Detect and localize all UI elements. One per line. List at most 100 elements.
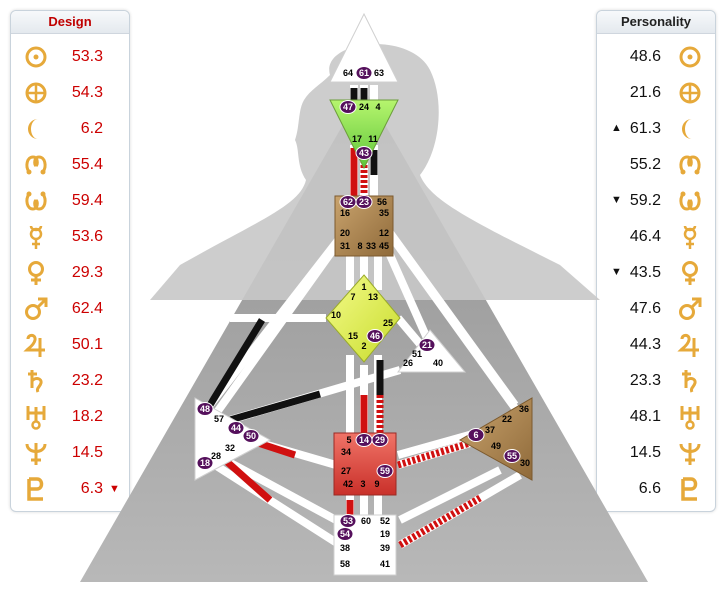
design-row: 18.2 <box>11 400 129 436</box>
gate-45: 45 <box>379 241 389 251</box>
active-gate-marker <box>418 338 436 352</box>
personality-row: 48.1 <box>597 400 715 436</box>
gate-50: 50 <box>242 429 260 443</box>
gate-number: 25 <box>383 318 393 328</box>
gate-64: 64 <box>343 68 353 78</box>
pluto-icon <box>681 477 698 501</box>
gate-number: 23 <box>359 197 369 207</box>
gate-21: 21 <box>418 338 436 352</box>
gate-number: 27 <box>341 466 351 476</box>
gate-19: 19 <box>380 529 390 539</box>
gate-number: 43 <box>359 148 369 158</box>
gate-48: 48 <box>196 402 214 416</box>
gate-number: 17 <box>352 134 362 144</box>
jupiter-icon <box>23 333 45 357</box>
active-gate-marker <box>336 527 354 541</box>
gate-number: 7 <box>350 292 355 302</box>
gate-number: 29 <box>375 435 385 445</box>
gate-14: 14 <box>355 433 373 447</box>
gate-number: 24 <box>359 102 369 112</box>
gate-8: 8 <box>357 241 362 251</box>
design-value: 59.4 <box>71 192 103 209</box>
gate-number: 26 <box>403 358 413 368</box>
gate-32: 32 <box>225 443 235 453</box>
gate-60: 60 <box>361 516 371 526</box>
personality-row: 55.2 <box>597 148 715 184</box>
design-row: 54.3 <box>11 76 129 112</box>
personality-row: 47.6 <box>597 292 715 328</box>
gate-30: 30 <box>520 458 530 468</box>
south-node-icon <box>25 191 47 211</box>
gate-number: 40 <box>433 358 443 368</box>
design-value: 6.3 <box>80 480 103 497</box>
personality-row: 44.3 <box>597 328 715 364</box>
gate-47: 47 <box>339 100 357 114</box>
gate-number: 62 <box>343 197 353 207</box>
gate-number: 59 <box>380 466 390 476</box>
gate-36: 36 <box>519 404 529 414</box>
gate-number: 53 <box>343 516 353 526</box>
design-value: 53.3 <box>71 48 103 65</box>
gate-number: 64 <box>343 68 353 78</box>
gate-number: 50 <box>246 431 256 441</box>
design-value: 50.1 <box>71 336 103 353</box>
gate-number: 45 <box>379 241 389 251</box>
design-value: 29.3 <box>71 264 103 281</box>
heart-center <box>396 329 467 373</box>
gate-22: 22 <box>502 414 512 424</box>
gate-35: 35 <box>379 208 389 218</box>
personality-row: 46.4 <box>597 220 715 256</box>
pluto-icon <box>27 477 44 501</box>
gate-number: 63 <box>374 68 384 78</box>
personality-value: 55.2 <box>629 156 661 173</box>
design-value: 23.2 <box>71 372 103 389</box>
personality-value: 48.6 <box>629 48 661 65</box>
gate-15: 15 <box>348 331 358 341</box>
gate-33: 33 <box>366 241 376 251</box>
gate-7: 7 <box>350 292 355 302</box>
gate-34: 34 <box>341 447 351 457</box>
active-gate-marker <box>355 146 373 160</box>
personality-row: 6.6 <box>597 472 715 508</box>
gate-number: 16 <box>340 208 350 218</box>
personality-value: 46.4 <box>629 228 661 245</box>
gate-number: 18 <box>200 458 210 468</box>
gate-number: 55 <box>507 451 517 461</box>
south-node-icon <box>679 191 701 211</box>
venus-icon <box>682 261 698 285</box>
personality-value: 47.6 <box>629 300 661 317</box>
sun-icon <box>25 46 47 68</box>
design-value: 55.4 <box>71 156 103 173</box>
gate-number: 49 <box>491 441 501 451</box>
gate-26: 26 <box>403 358 413 368</box>
personality-value: 21.6 <box>629 84 661 101</box>
active-gate-marker <box>376 464 394 478</box>
gate-number: 38 <box>340 543 350 553</box>
active-gate-marker <box>371 433 389 447</box>
gate-number: 19 <box>380 529 390 539</box>
gate-number: 12 <box>379 228 389 238</box>
gate-37: 37 <box>485 425 495 435</box>
design-row: 29.3 <box>11 256 129 292</box>
personality-row: 43.5▼ <box>597 256 715 292</box>
active-gate-marker <box>503 449 521 463</box>
gate-number: 56 <box>377 197 387 207</box>
design-row: 59.4 <box>11 184 129 220</box>
personality-value: 23.3 <box>629 372 661 389</box>
mercury-icon <box>29 225 43 249</box>
gate-number: 3 <box>360 479 365 489</box>
personality-value: 44.3 <box>629 336 661 353</box>
gate-6: 6 <box>467 428 485 442</box>
gate-41: 41 <box>380 559 390 569</box>
detriment-arrow-icon: ▼ <box>611 194 622 206</box>
design-value: 6.2 <box>80 120 103 137</box>
gate-number: 2 <box>361 341 366 351</box>
gate-number: 1 <box>361 282 366 292</box>
gate-28: 28 <box>211 451 221 461</box>
gate-61: 61 <box>355 66 373 80</box>
design-row: 6.3▼ <box>11 472 129 508</box>
venus-icon <box>28 261 44 285</box>
gate-number: 30 <box>520 458 530 468</box>
